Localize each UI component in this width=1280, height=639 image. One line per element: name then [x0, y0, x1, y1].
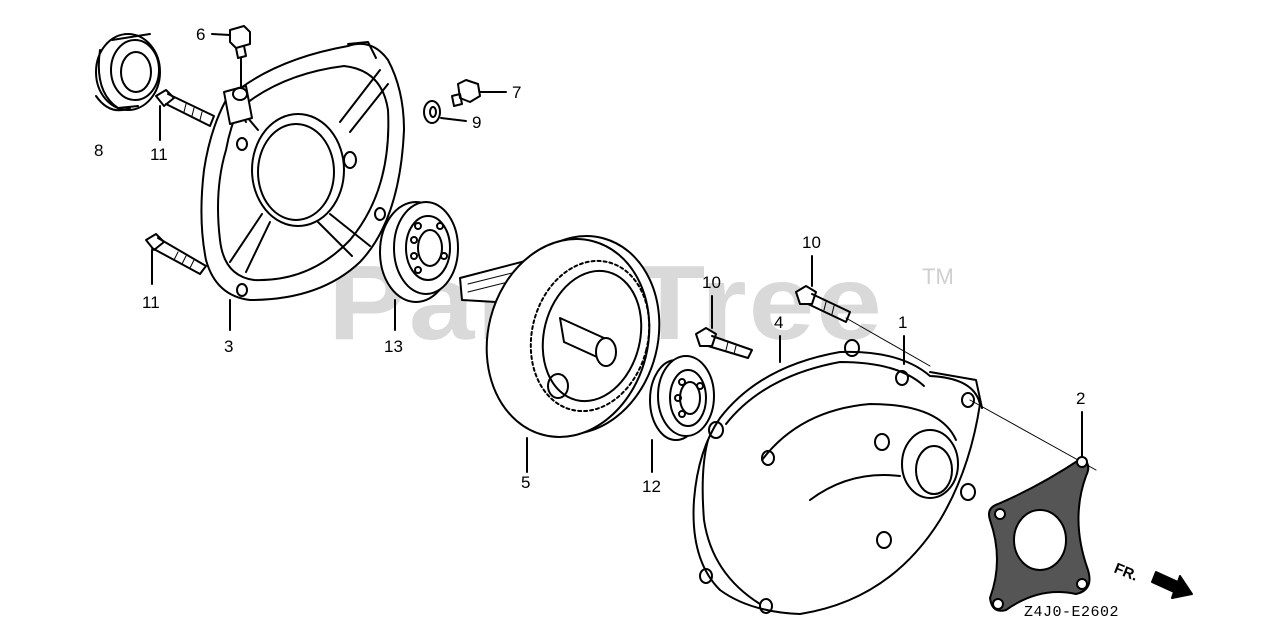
part-9-washer	[423, 100, 467, 124]
part-4-gear-case	[692, 335, 1097, 615]
part-10-bolt-left	[695, 295, 753, 359]
part-7-bolt	[451, 79, 507, 107]
trademark-symbol: TM	[922, 264, 954, 289]
part-10-bolt-right	[795, 255, 931, 367]
callout-11-upper: 11	[150, 145, 168, 164]
part-11-bolt-upper	[155, 89, 215, 141]
callout-13: 13	[384, 337, 403, 356]
callout-10-right: 10	[802, 233, 821, 252]
callout-7: 7	[512, 83, 522, 102]
callout-4: 4	[774, 313, 784, 332]
diagram-code: Z4J0-E2602	[1024, 604, 1120, 621]
callout-6: 6	[196, 25, 206, 44]
part-8-oil-seal	[95, 33, 161, 112]
front-direction-arrow	[1151, 571, 1193, 599]
callout-9: 9	[472, 113, 482, 132]
part-6-bolt	[211, 25, 251, 89]
part-5-ring-gear	[459, 235, 661, 473]
part-11-bolt-lower	[145, 233, 207, 285]
part-3-housing-cover	[200, 41, 405, 331]
callout-8: 8	[94, 141, 104, 160]
callout-3: 3	[224, 337, 234, 356]
part-12-bearing	[649, 355, 715, 473]
callout-5: 5	[521, 473, 531, 492]
part-2-gasket	[988, 411, 1091, 612]
callout-11-lower: 11	[142, 293, 160, 312]
part-13-bearing	[379, 201, 459, 331]
callout-12: 12	[642, 477, 661, 496]
callout-2: 2	[1076, 389, 1086, 408]
callout-10-left: 10	[702, 273, 721, 292]
callout-1: 1	[898, 313, 908, 332]
